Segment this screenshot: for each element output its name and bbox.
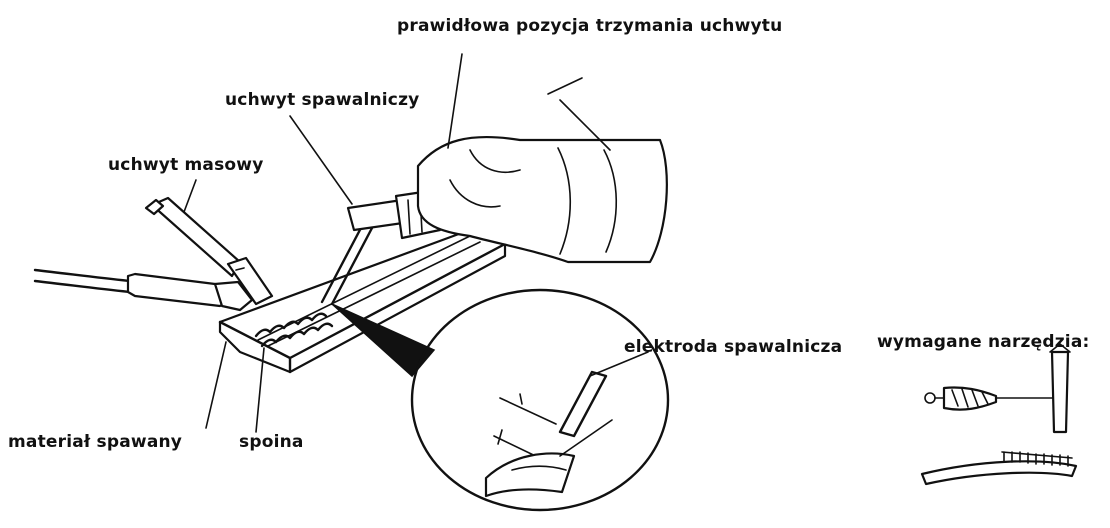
welding-glove [418, 78, 667, 262]
label-electrode: elektroda spawalnicza [624, 337, 842, 357]
ground-cable [35, 270, 130, 292]
label-workpiece: materiał spawany [8, 432, 182, 452]
label-electrode-holder: uchwyt spawalniczy [225, 90, 419, 110]
ground-clamp [128, 198, 272, 310]
wire-brush-icon [922, 452, 1076, 484]
label-weld: spoina [239, 432, 304, 452]
chipping-hammer-icon [925, 344, 1070, 432]
label-ground-clamp: uchwyt masowy [108, 155, 263, 175]
label-grip-position: prawidłowa pozycja trzymania uchwytu [397, 16, 782, 36]
label-required-tools: wymagane narzędzia: [877, 332, 1090, 352]
